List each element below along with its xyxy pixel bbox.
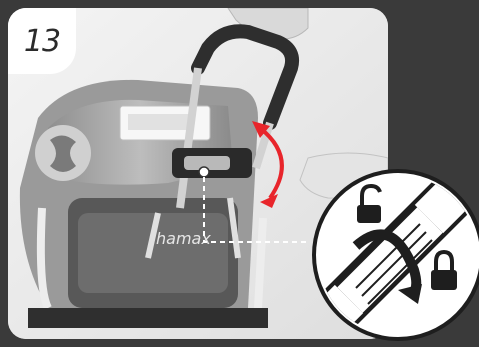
step-number: 13 — [24, 24, 60, 59]
step-badge: 13 — [8, 8, 76, 74]
